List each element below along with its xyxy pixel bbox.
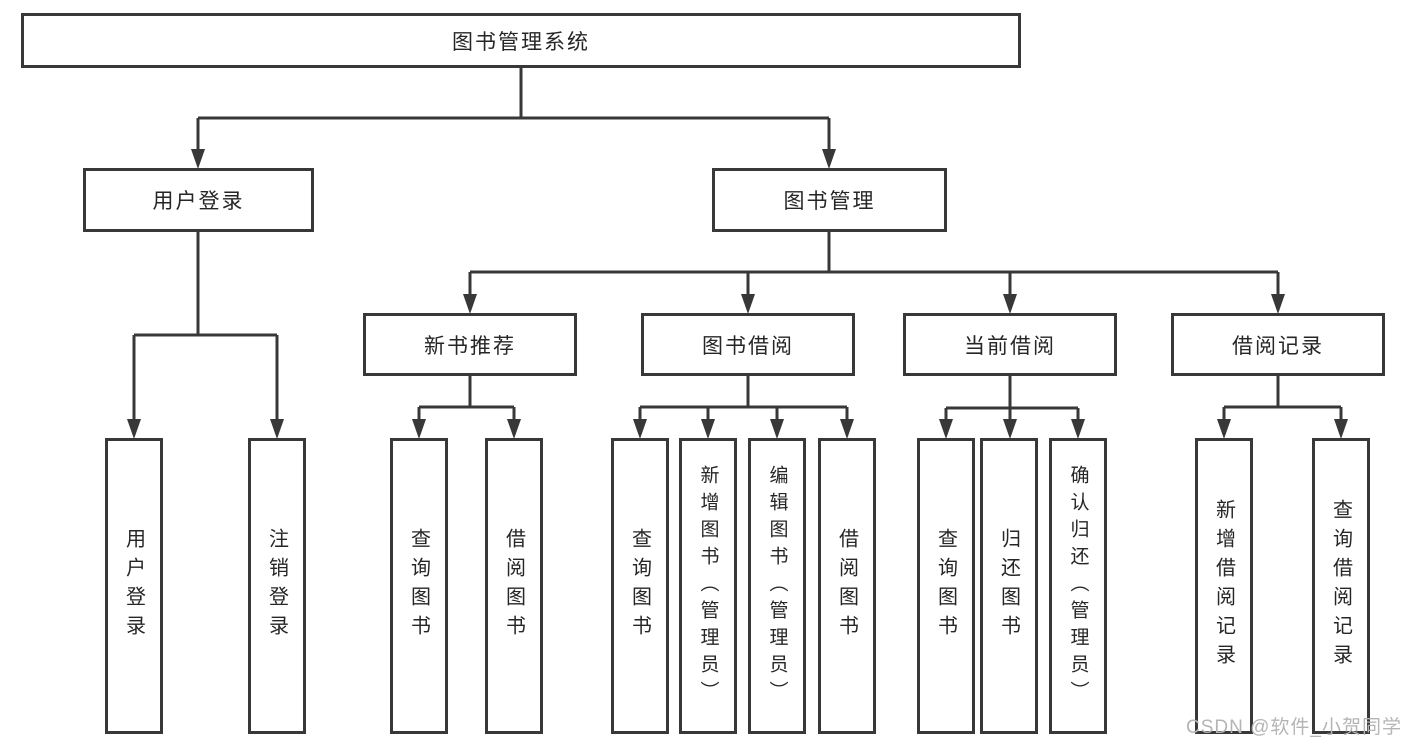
node-user-login: 用户登录 (83, 168, 314, 232)
leaf-edit-book-admin: 编辑图书（管理员） (748, 438, 806, 734)
leaf-user-login: 用户登录 (105, 438, 163, 734)
watermark: CSDN @软件_小贺同学 (1186, 717, 1402, 738)
node-book-borrowing: 图书借阅 (641, 313, 855, 376)
leaf-add-book-admin: 新增图书（管理员） (679, 438, 737, 734)
leaf-query-books-current: 查询图书 (917, 438, 975, 734)
node-book-management: 图书管理 (712, 168, 947, 232)
leaf-borrow-books-recommend: 借阅图书 (485, 438, 543, 734)
leaf-confirm-return-admin: 确认归还（管理员） (1049, 438, 1107, 734)
leaf-logout-login: 注销登录 (248, 438, 306, 734)
tree-branch-lines (132, 68, 1343, 421)
node-current-borrowing: 当前借阅 (903, 313, 1117, 376)
leaf-return-books: 归还图书 (980, 438, 1038, 734)
leaf-query-books-borrowing: 查询图书 (611, 438, 669, 734)
node-root-book-management-system: 图书管理系统 (21, 13, 1021, 68)
node-new-book-recommend: 新书推荐 (363, 313, 577, 376)
leaf-add-borrow-record: 新增借阅记录 (1195, 438, 1253, 734)
node-borrowing-records: 借阅记录 (1171, 313, 1385, 376)
leaf-query-borrow-record: 查询借阅记录 (1312, 438, 1370, 734)
leaf-query-books-recommend: 查询图书 (390, 438, 448, 734)
leaf-borrow-books-borrowing: 借阅图书 (818, 438, 876, 734)
arrowhead-icons (127, 149, 1348, 439)
